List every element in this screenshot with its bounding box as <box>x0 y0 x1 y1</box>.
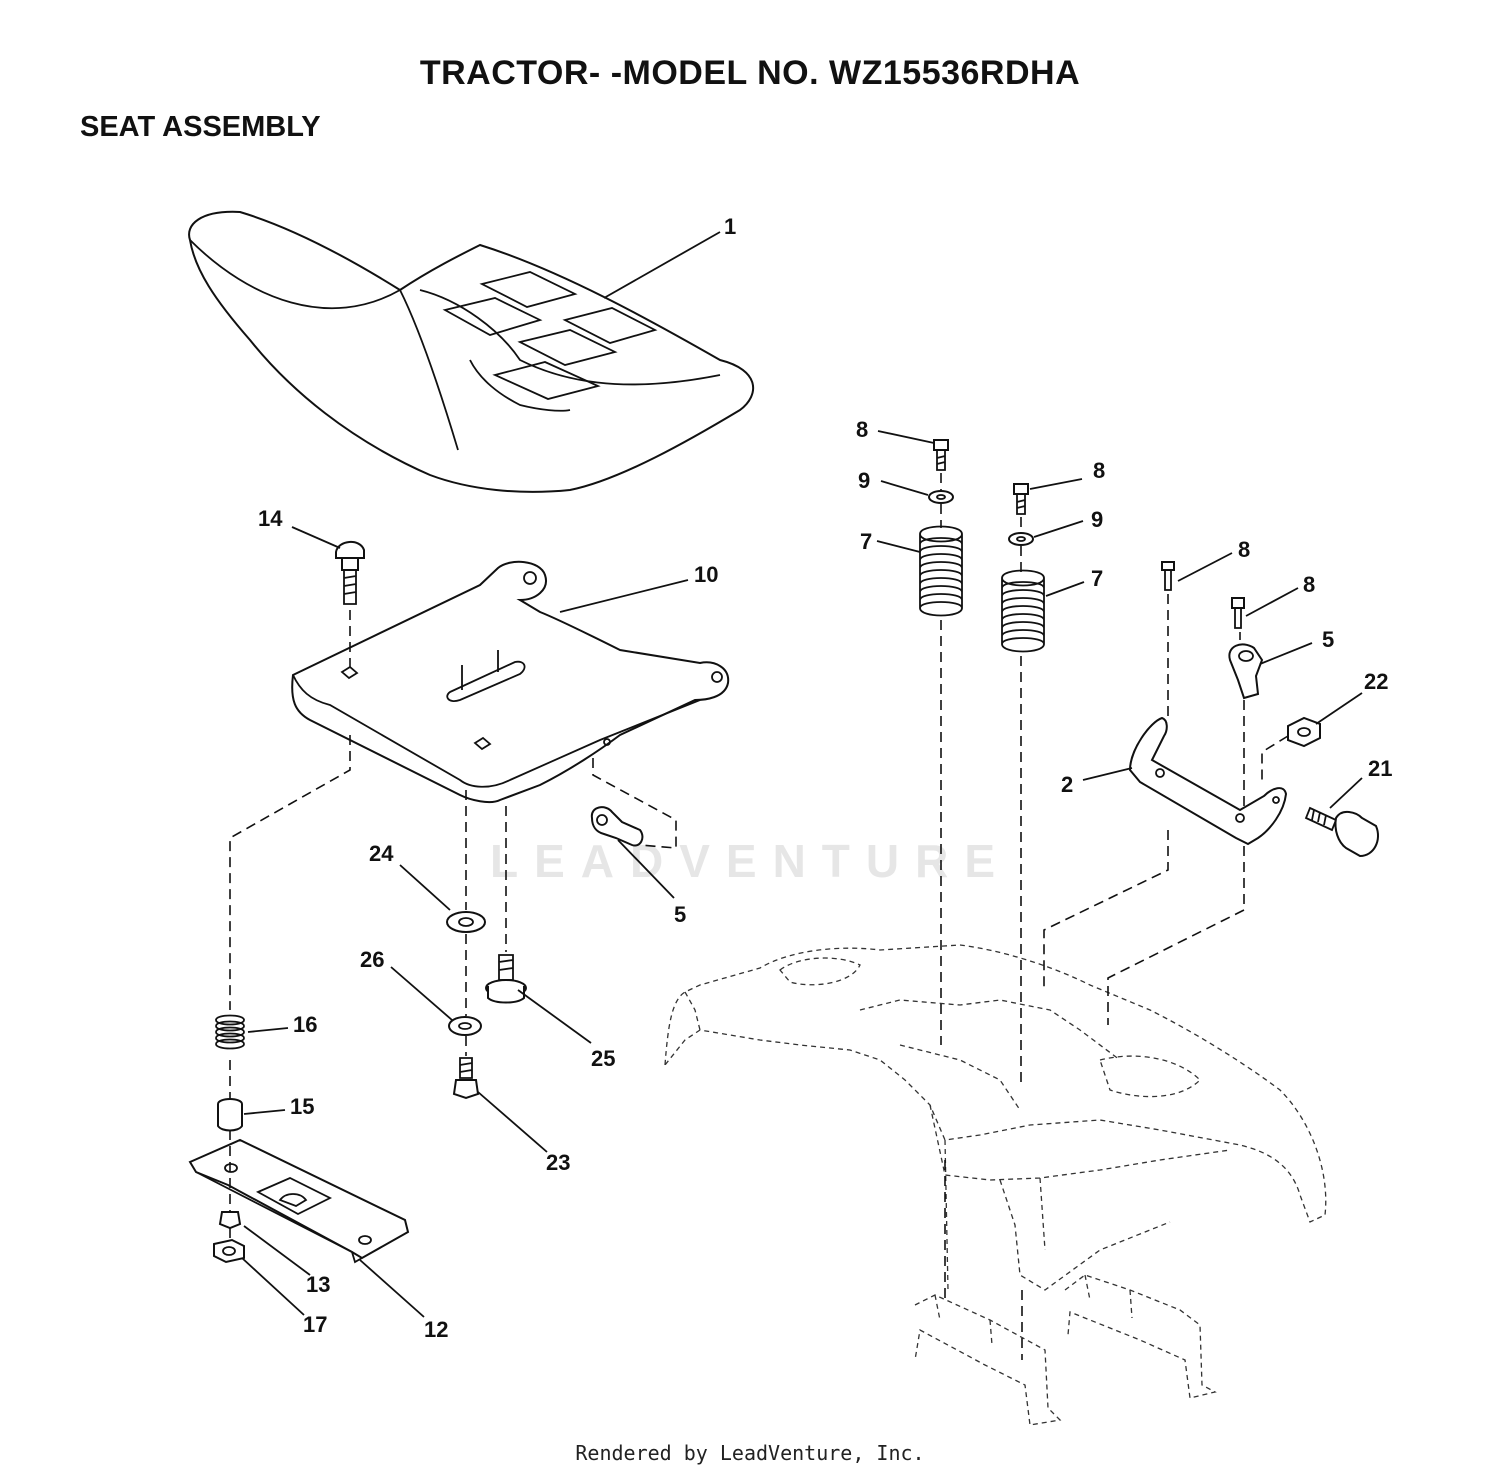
callout-25: 25 <box>591 1046 615 1071</box>
bolt-8-d <box>1231 597 1245 629</box>
flange-nut <box>213 1238 245 1264</box>
washer-9-a <box>928 490 954 504</box>
callout-8-a: 8 <box>856 417 868 442</box>
seat-bracket <box>1128 716 1288 846</box>
spacer <box>217 1098 243 1132</box>
callout-5-right: 5 <box>1322 627 1334 652</box>
callout-22: 22 <box>1364 669 1388 694</box>
washer-9-b <box>1008 532 1034 546</box>
slide-plate <box>188 1138 410 1264</box>
callout-7-right: 7 <box>1091 566 1103 591</box>
callout-5-left: 5 <box>674 902 686 927</box>
hex-nut <box>1287 716 1321 748</box>
seat-cushion <box>188 210 755 493</box>
callout-16: 16 <box>293 1012 317 1037</box>
lock-washer <box>448 1016 482 1036</box>
callout-12: 12 <box>424 1317 448 1342</box>
callout-14: 14 <box>258 506 283 531</box>
small-spring <box>215 1014 245 1050</box>
page-title: TRACTOR- -MODEL NO. WZ15536RDHA <box>419 54 1081 92</box>
callout-23: 23 <box>546 1150 570 1175</box>
callout-8-b: 8 <box>1093 458 1105 483</box>
callout-10: 10 <box>694 562 718 587</box>
callout-8-d: 8 <box>1303 572 1315 597</box>
spring-7-left <box>919 525 963 617</box>
seat-switch-clip <box>590 806 644 847</box>
callout-26: 26 <box>360 947 384 972</box>
callout-21: 21 <box>1368 756 1392 781</box>
leader-lines <box>241 231 1363 1318</box>
callout-17: 17 <box>303 1312 327 1337</box>
tractor-frame-outline <box>664 944 1327 1426</box>
callout-24: 24 <box>369 841 394 866</box>
callout-7-left: 7 <box>860 529 872 554</box>
bolt-8-c <box>1161 561 1175 591</box>
carriage-bolt <box>335 541 365 605</box>
small-nut <box>218 1211 242 1230</box>
callout-9-a: 9 <box>858 468 870 493</box>
watermark-text: LEADVENTURE <box>490 835 1012 887</box>
assembly-lines <box>229 473 1289 1360</box>
spring-7-right <box>1001 569 1045 653</box>
seat-pan <box>291 560 730 804</box>
callout-1: 1 <box>724 214 736 239</box>
callout-8-c: 8 <box>1238 537 1250 562</box>
knob-bolt <box>1304 806 1379 858</box>
bolt-8-a <box>933 439 949 471</box>
seat-switch-clip-right <box>1228 643 1264 700</box>
callout-15: 15 <box>290 1094 314 1119</box>
bolt-8-b <box>1013 483 1029 515</box>
footer-credit: Rendered by LeadVenture, Inc. <box>575 1441 925 1465</box>
hex-screw <box>452 1057 480 1100</box>
callout-13: 13 <box>306 1272 330 1297</box>
section-title: SEAT ASSEMBLY <box>80 111 321 143</box>
callout-2: 2 <box>1061 772 1073 797</box>
callout-labels: 1 2 5 5 7 7 8 8 8 8 9 9 10 12 13 14 15 1… <box>258 214 1392 1342</box>
shoulder-bolt <box>485 954 527 1004</box>
flat-washer <box>446 911 486 933</box>
callout-9-b: 9 <box>1091 507 1103 532</box>
